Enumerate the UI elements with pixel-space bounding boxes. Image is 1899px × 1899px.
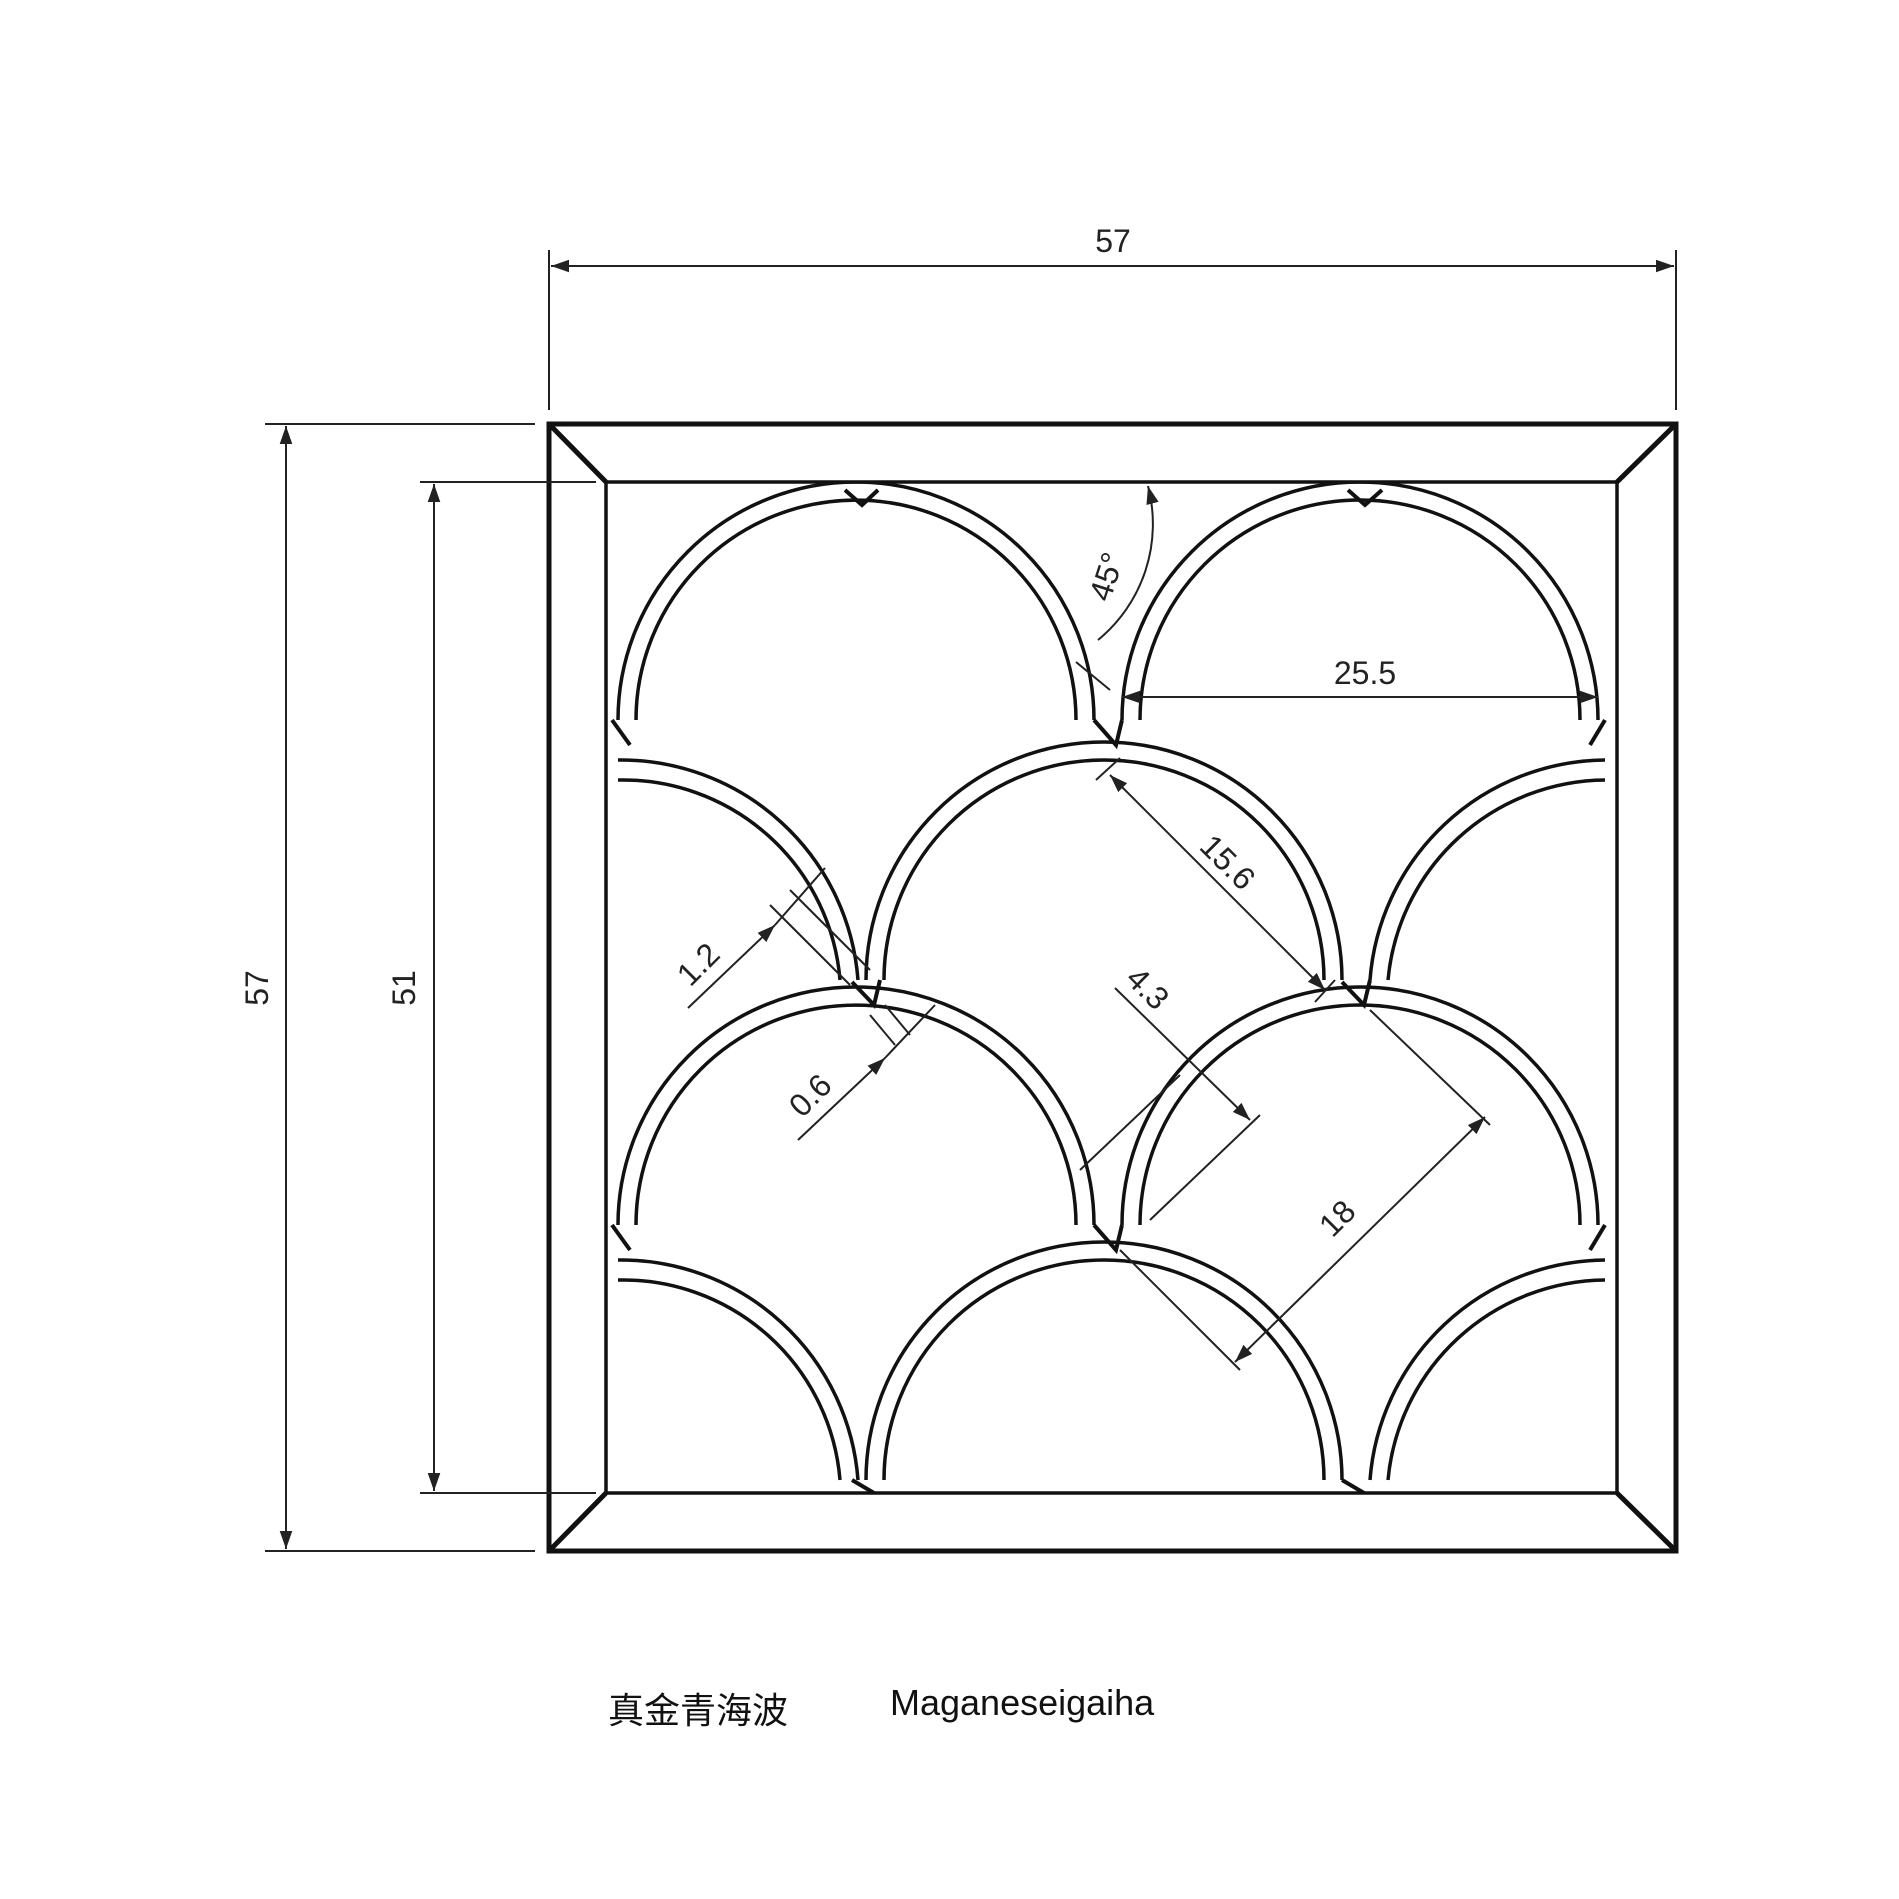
dim-label-15-6: 15.6 bbox=[1193, 827, 1262, 896]
caption-romaji: Maganeseigaiha bbox=[890, 1682, 1155, 1723]
dim-line-0-6 bbox=[797, 1057, 886, 1141]
wave-pattern bbox=[610, 482, 1607, 1493]
wave-arc bbox=[617, 758, 860, 981]
frame-inner-edge bbox=[604, 480, 1619, 1495]
ext-line bbox=[1314, 979, 1336, 1003]
dim-label-1-2: 1.2 bbox=[670, 936, 727, 993]
dim-line-18 bbox=[1234, 1116, 1486, 1363]
wave-arc bbox=[864, 740, 1344, 981]
ext-line bbox=[1095, 757, 1121, 781]
ext-line bbox=[1079, 1074, 1181, 1171]
ext-line bbox=[869, 1014, 896, 1046]
wave-arc bbox=[1120, 985, 1600, 1226]
caption-japanese: 真金青海波 bbox=[608, 1691, 789, 1732]
dim-label-inner-height: 51 bbox=[386, 970, 422, 1006]
dim-arc-angle bbox=[1097, 485, 1159, 641]
wave-arc bbox=[617, 1258, 860, 1481]
ext-line bbox=[884, 1004, 911, 1036]
dim-line-1-2 bbox=[687, 924, 776, 1009]
dim-line-1-2-ext bbox=[774, 867, 826, 926]
dim-label-overall-width: 57 bbox=[1095, 223, 1131, 259]
frame-outer-edge bbox=[546, 421, 1679, 1554]
dim-label-angle: 45° bbox=[1082, 548, 1131, 605]
dim-line-15-6 bbox=[1109, 774, 1326, 991]
dim-label-overall-height: 57 bbox=[239, 970, 275, 1006]
ext-line bbox=[1149, 1114, 1261, 1221]
ext-line bbox=[1119, 1249, 1241, 1371]
dim-line-4-3 bbox=[1114, 987, 1251, 1121]
miter-top-right bbox=[1615, 422, 1678, 484]
ext-line bbox=[789, 889, 871, 971]
dim-label-18: 18 bbox=[1312, 1193, 1363, 1244]
miter-bottom-right bbox=[1615, 1491, 1678, 1553]
dim-label-arc-span: 25.5 bbox=[1334, 655, 1396, 691]
frame bbox=[546, 421, 1679, 1554]
wave-arc bbox=[1368, 1258, 1606, 1481]
miter-bottom-left bbox=[547, 1491, 608, 1553]
ext-line bbox=[769, 904, 851, 986]
wave-arc bbox=[864, 1240, 1344, 1481]
joint-notches bbox=[610, 488, 1607, 1493]
wave-arc bbox=[616, 985, 1096, 1226]
dim-label-0-6: 0.6 bbox=[782, 1067, 839, 1124]
ext-line bbox=[1369, 1009, 1491, 1126]
ext-line bbox=[1075, 661, 1111, 691]
wave-arc bbox=[616, 482, 1096, 721]
wave-arc bbox=[1368, 758, 1606, 981]
dim-line-0-6-ext bbox=[884, 1004, 936, 1059]
dimensions bbox=[265, 250, 1677, 1552]
dim-label-4-3: 4.3 bbox=[1119, 960, 1176, 1017]
miter-top-left bbox=[547, 422, 608, 484]
